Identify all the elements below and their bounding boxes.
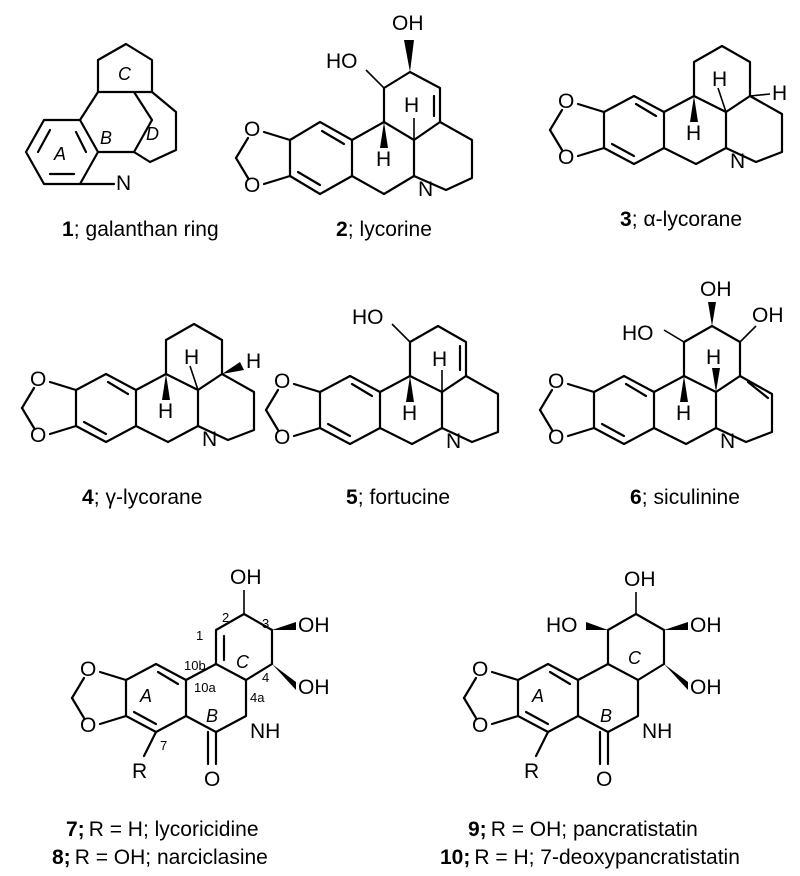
atom-OH: OH	[230, 566, 262, 589]
atom-O: O	[274, 426, 290, 449]
caption-4: 4;γ-lycorane	[82, 486, 202, 509]
atom-O: O	[244, 174, 260, 197]
ring-label-A: A	[139, 686, 152, 706]
caption-3: 3;α-lycorane	[620, 208, 742, 231]
caption-5: 5;fortucine	[346, 486, 450, 509]
atom-OH: OH	[298, 614, 330, 637]
locant-7: 7	[160, 738, 167, 753]
atom-N: N	[116, 172, 131, 195]
atom-O: O	[596, 768, 612, 791]
caption-1: 1;galanthan ring	[62, 218, 219, 241]
locant-1: 1	[196, 628, 203, 643]
atom-H: H	[706, 346, 721, 369]
atom-O: O	[558, 146, 574, 169]
locant-10a: 10a	[194, 680, 216, 695]
structure-3-alpha-lycorane: O O N H H H	[548, 44, 787, 173]
atom-H: H	[246, 350, 261, 373]
structure-5-fortucine: O O N HO H H	[264, 306, 500, 453]
caption-8: 8;R = OH; narciclasine	[52, 846, 268, 869]
atom-N: N	[202, 428, 217, 451]
ring-label-B: B	[100, 128, 112, 148]
atom-H: H	[676, 402, 691, 425]
atom-OH: OH	[690, 676, 722, 699]
atom-R: R	[524, 760, 539, 783]
svg-text:A: A	[53, 144, 66, 164]
caption-2: 2;lycorine	[336, 218, 432, 241]
locant-4a: 4a	[250, 690, 265, 705]
atom-OH: OH	[624, 568, 656, 591]
caption-9: 9;R = OH; pancratistatin	[468, 818, 698, 841]
atom-O: O	[80, 714, 96, 737]
structure-7-8-lycoricidine-narciclasine: O O O NH R OH OH OH A B C 1 2 3 4 4a 10a…	[70, 566, 330, 791]
atom-OH: OH	[690, 614, 722, 637]
atom-HO: HO	[622, 322, 654, 345]
structure-4-gamma-lycorane: O O N H H H	[20, 322, 261, 451]
svg-text:D: D	[146, 124, 159, 144]
atom-H: H	[184, 346, 199, 369]
atom-HO: HO	[546, 614, 578, 637]
atom-NH: NH	[250, 720, 280, 743]
caption-6: 6;siculinine	[630, 486, 740, 509]
atom-O: O	[558, 90, 574, 113]
locant-2: 2	[222, 610, 229, 625]
atom-O: O	[30, 368, 46, 391]
structure-2-lycorine: O O N HO OH H H	[234, 12, 474, 201]
locant-10b: 10b	[184, 658, 206, 673]
ring-label-A: A	[53, 144, 66, 164]
ring-label-C: C	[628, 648, 642, 668]
locant-3: 3	[262, 616, 269, 631]
caption-10: 10;R = H; 7-deoxypancratistatin	[440, 846, 740, 869]
atom-O: O	[204, 768, 220, 791]
atom-O: O	[244, 118, 260, 141]
atom-H: H	[772, 82, 787, 105]
atom-OH: OH	[752, 304, 784, 327]
atom-N: N	[720, 430, 735, 453]
ring-label-B: B	[206, 706, 218, 726]
structure-6-siculinine: O O N HO OH OH H H	[538, 278, 784, 453]
atom-O: O	[274, 370, 290, 393]
atom-N: N	[418, 178, 433, 201]
caption-7: 7;R = H; lycoricidine	[66, 818, 259, 841]
atom-O: O	[548, 370, 564, 393]
atom-O: O	[30, 424, 46, 447]
atom-O: O	[548, 426, 564, 449]
atom-N: N	[446, 430, 461, 453]
ring-label-D: D	[146, 124, 159, 144]
atom-H: H	[686, 122, 701, 145]
atom-H: H	[376, 148, 391, 171]
atom-OH: OH	[392, 12, 424, 35]
atom-H: H	[402, 402, 417, 425]
atom-HO: HO	[352, 306, 384, 329]
structure-9-10-pancratistatin: O O O NH R OH HO OH OH A B C	[462, 568, 722, 791]
atom-O: O	[80, 658, 96, 681]
atom-H: H	[158, 400, 173, 423]
atom-HO: HO	[326, 50, 358, 73]
atom-N: N	[730, 150, 745, 173]
svg-text:B: B	[100, 128, 112, 148]
atom-H: H	[712, 68, 727, 91]
atom-OH: OH	[700, 278, 732, 301]
atom-H: H	[432, 348, 447, 371]
ring-label-C: C	[236, 652, 250, 672]
atom-O: O	[472, 658, 488, 681]
ring-label-A: A	[531, 686, 544, 706]
ring-label-C: C	[118, 64, 132, 84]
ring-label-B: B	[600, 706, 612, 726]
atom-O: O	[472, 714, 488, 737]
atom-R: R	[132, 760, 147, 783]
atom-H: H	[404, 94, 419, 117]
locant-4: 4	[262, 670, 269, 685]
atom-OH: OH	[298, 676, 330, 699]
atom-NH: NH	[642, 720, 672, 743]
structure-1-galanthan: C A B D N	[24, 42, 178, 195]
svg-text:C: C	[118, 64, 132, 84]
